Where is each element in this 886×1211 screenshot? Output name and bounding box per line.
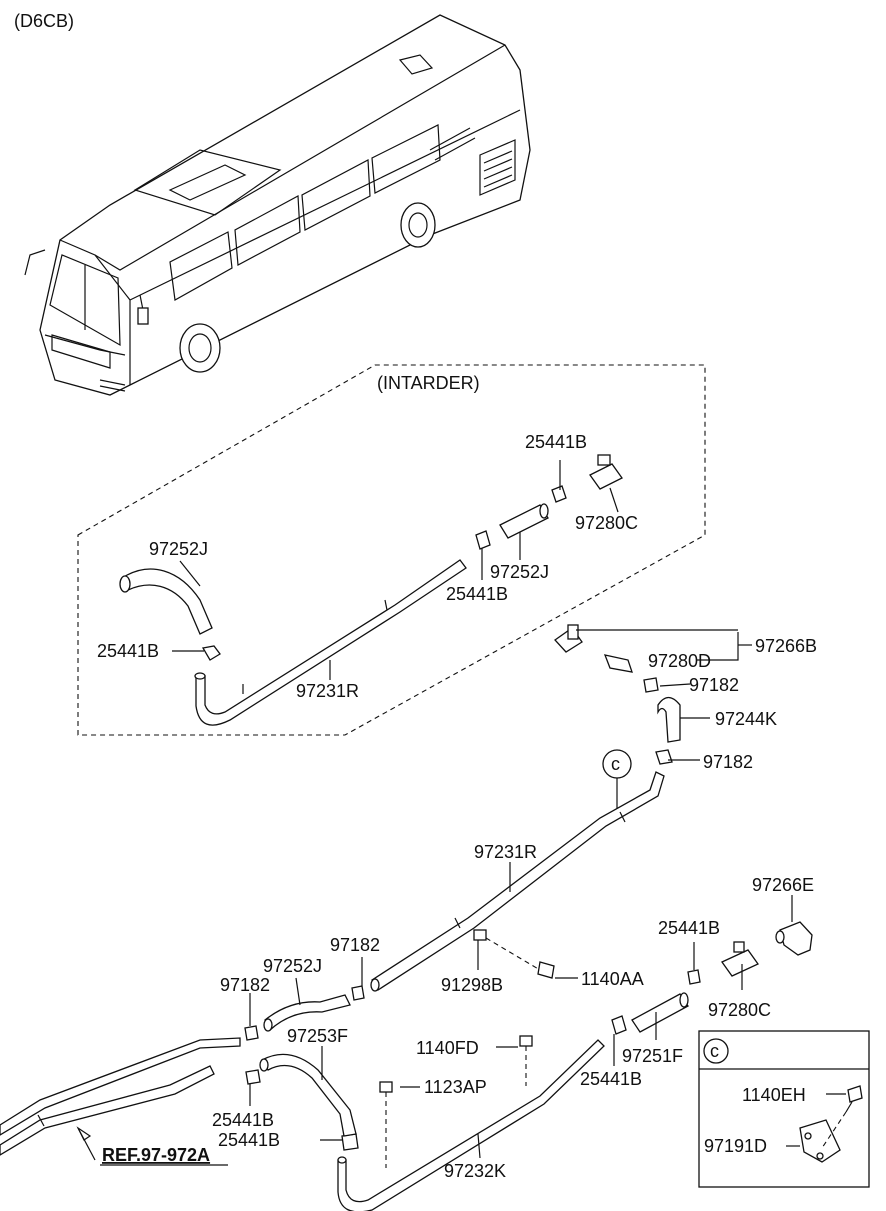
- label-25441B-right: 25441B: [658, 918, 720, 938]
- engine-label: (D6CB): [14, 11, 74, 31]
- intarder-title: (INTARDER): [377, 373, 480, 393]
- label-97266E: 97266E: [752, 875, 814, 895]
- label-97182-b: 97182: [703, 752, 753, 772]
- label-intarder-25441B-top: 25441B: [525, 432, 587, 452]
- label-intarder-97252J-hose: 97252J: [149, 539, 208, 559]
- intarder-parts: [119, 454, 623, 726]
- label-97266B: 97266B: [755, 636, 817, 656]
- label-1123AP: 1123AP: [424, 1077, 487, 1097]
- leader-lines: [100, 460, 846, 1166]
- label-97231R: 97231R: [474, 842, 537, 862]
- label-25441B-lower-left: 25441B: [212, 1110, 274, 1130]
- bus-illustration: [24, 14, 531, 396]
- label-97252J: 97252J: [263, 956, 322, 976]
- label-1140EH: 1140EH: [742, 1085, 806, 1105]
- detail-box-c: [698, 1030, 870, 1188]
- label-intarder-97231R: 97231R: [296, 681, 359, 701]
- label-97244K: 97244K: [715, 709, 777, 729]
- label-97182-a: 97182: [689, 675, 739, 695]
- label-intarder-97252J-short: 97252J: [490, 562, 549, 582]
- label-91298B: 91298B: [441, 975, 503, 995]
- label-97280D: 97280D: [648, 651, 711, 671]
- label-97251F: 97251F: [622, 1046, 683, 1066]
- label-97253F: 97253F: [287, 1026, 348, 1046]
- reference-label: REF.97-972A: [102, 1145, 210, 1165]
- callout-c: c: [611, 754, 620, 774]
- main-parts: [0, 624, 813, 1211]
- label-97182-c: 97182: [330, 935, 380, 955]
- label-25441B-bottom: 25441B: [218, 1130, 280, 1150]
- label-97191D: 97191D: [704, 1136, 767, 1156]
- label-1140AA: 1140AA: [581, 969, 644, 989]
- label-97182-d: 97182: [220, 975, 270, 995]
- label-intarder-25441B-left: 25441B: [97, 641, 159, 661]
- label-1140FD: 1140FD: [416, 1038, 479, 1058]
- label-intarder-25441B-mid: 25441B: [446, 584, 508, 604]
- detail-callout-c: c: [710, 1041, 719, 1061]
- label-97280C: 97280C: [708, 1000, 771, 1020]
- intarder-boundary: [77, 364, 706, 736]
- label-25441B-lower-right: 25441B: [580, 1069, 642, 1089]
- label-intarder-97280C: 97280C: [575, 513, 638, 533]
- label-97232K: 97232K: [444, 1161, 506, 1181]
